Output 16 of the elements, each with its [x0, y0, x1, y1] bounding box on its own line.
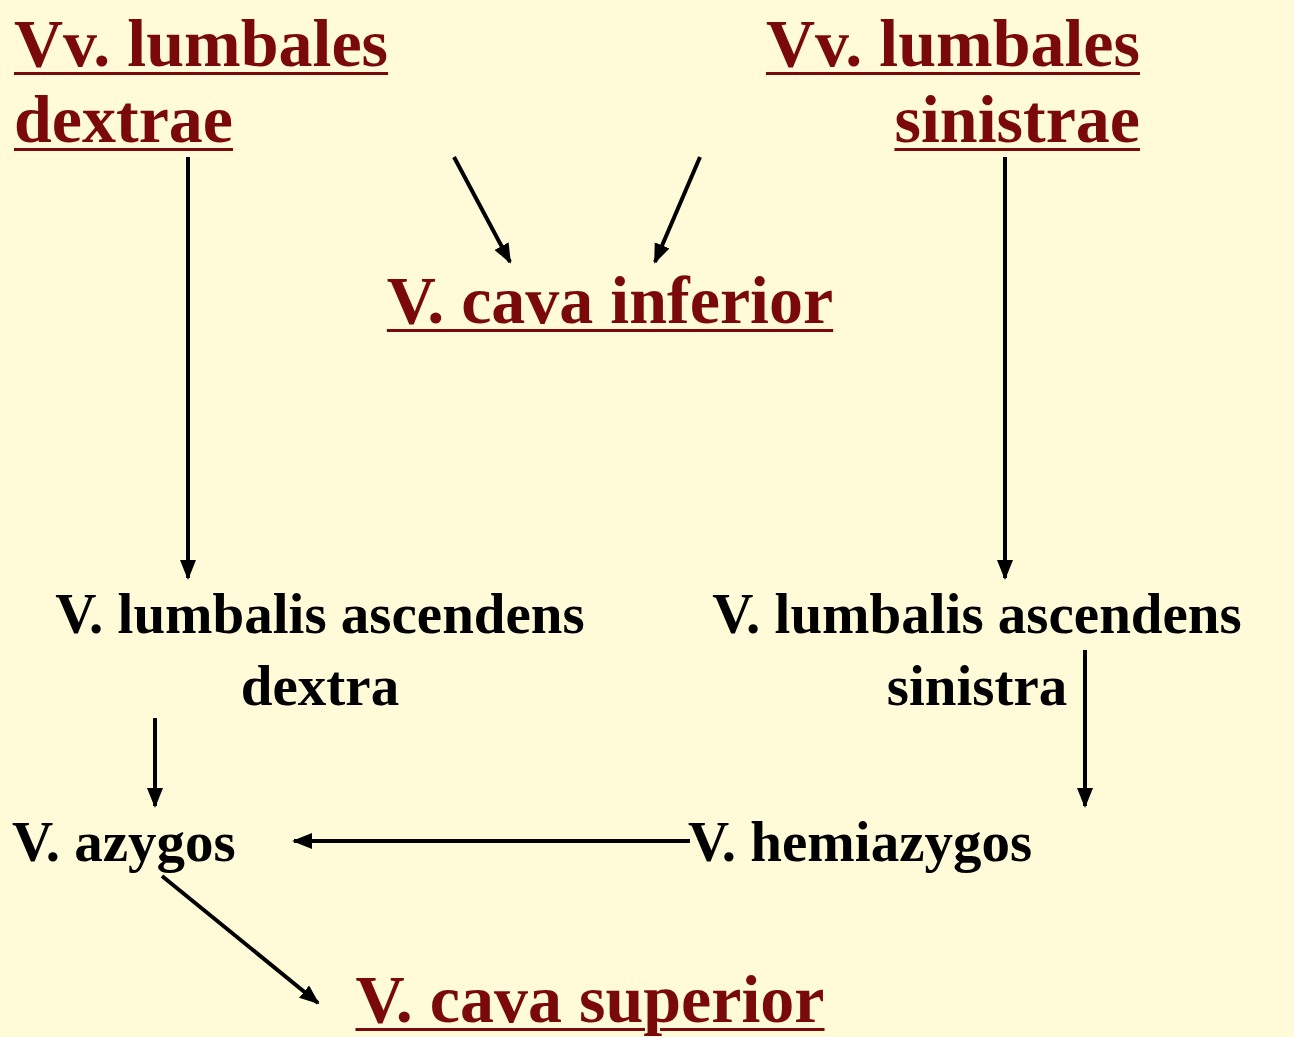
arrow: [180, 157, 196, 580]
vein-label: V. azygos: [12, 810, 236, 873]
vein-label: V. cava inferior: [386, 262, 834, 338]
arrow: [653, 156, 702, 264]
arrow: [997, 157, 1013, 580]
arrow: [292, 833, 690, 849]
vein-label: Vv. lumbales dextrae: [14, 5, 389, 157]
vein-label: Vv. lumbales sinistrae: [765, 5, 1140, 157]
vein-label: V. hemiazygos: [688, 810, 1033, 873]
arrow: [160, 874, 320, 1005]
arrow: [147, 718, 163, 808]
vein-label: V. lumbalis ascendens dextra: [55, 582, 585, 717]
arrow: [452, 156, 512, 264]
vein-label: V. cava superior: [355, 961, 825, 1037]
arrow: [1077, 650, 1093, 808]
vein-label: V. lumbalis ascendens sinistra: [712, 582, 1242, 717]
